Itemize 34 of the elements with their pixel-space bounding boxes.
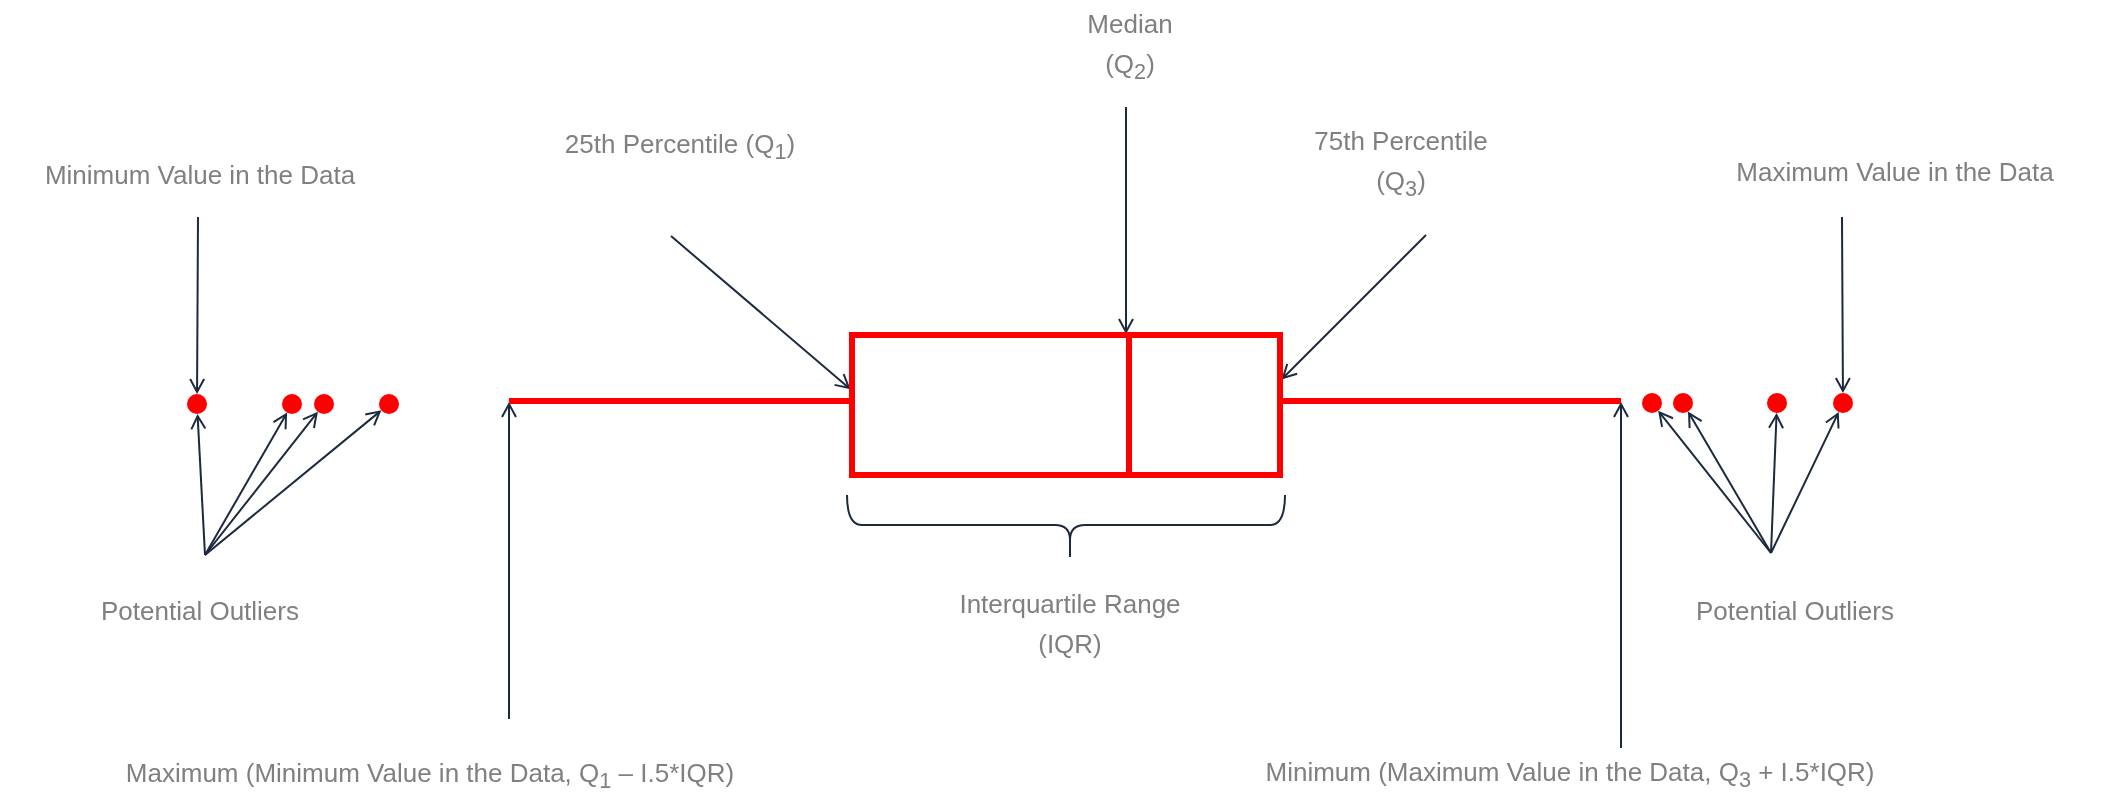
annotation-text: Potential Outliers [101, 595, 299, 628]
annotation-text: 25th Percentile (Q$_{1}$) [564, 128, 796, 167]
leader-arrow [1834, 216, 1851, 392]
outlier-dot [282, 394, 302, 414]
outlier-dot [314, 394, 334, 414]
annotation-text: Maximum Value in the Data [1736, 156, 2054, 189]
annotation-text: Minimum Value in the Data [44, 159, 356, 192]
leader-arrow [1768, 414, 1784, 554]
outlier-dot [1767, 393, 1787, 413]
leader-arrow [1118, 106, 1134, 333]
leader-arrow [670, 235, 850, 389]
leader-arrow [1688, 412, 1772, 554]
leader-arrow [1770, 412, 1840, 554]
iqr-box [849, 332, 1283, 478]
leader-arrow [190, 415, 207, 556]
leader-arrow [501, 403, 517, 720]
leader-arrow [189, 216, 206, 393]
annotation-text: Minimum (Maximum Value in the Data, Q$_{3}$ + I.5*IQR) [1265, 755, 1875, 794]
annotation-text: Maximum (Minimum Value in the Data, Q$_{1}$ – I.5*IQR) [125, 756, 735, 795]
leader-arrow [1282, 234, 1427, 379]
leader-arrow [204, 413, 287, 556]
leader-arrow [204, 412, 318, 556]
range-label: Interquartile Range (IQR) [958, 588, 1182, 661]
outlier-dot [1642, 393, 1662, 413]
annotation-text: Median (Q$_{2}$) [1086, 8, 1174, 87]
leader-arrow [1613, 403, 1629, 749]
outlier-dot [187, 394, 207, 414]
leader-arrow [1658, 411, 1772, 554]
outlier-dot [1673, 393, 1693, 413]
annotation-text: Potential Outliers [1696, 595, 1894, 628]
annotation-text: 75th Percentile (Q$_{3}$) [1313, 125, 1489, 204]
outlier-dot [1833, 393, 1853, 413]
leader-arrow [204, 410, 381, 556]
outlier-dot [379, 394, 399, 414]
